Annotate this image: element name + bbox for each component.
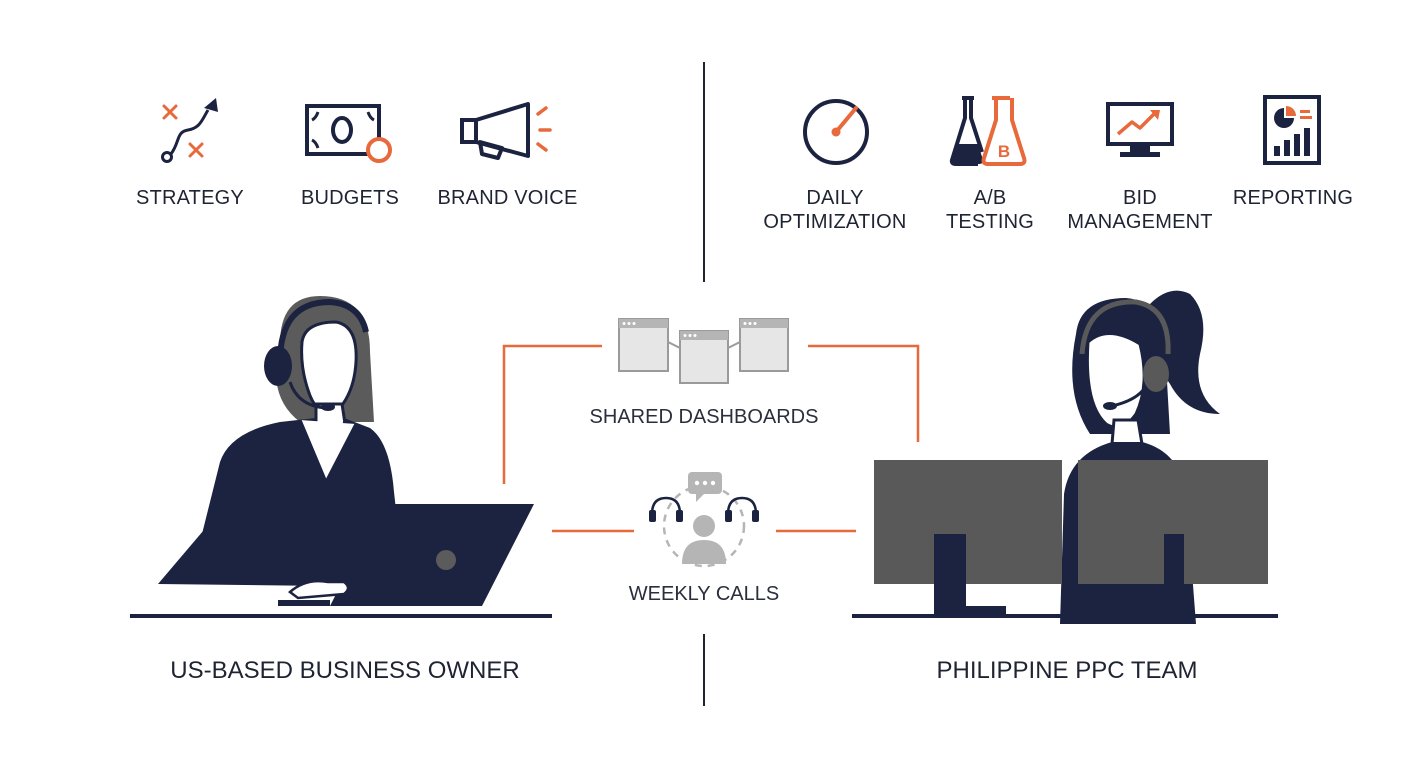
flask-icon: B xyxy=(949,96,1027,166)
team-dashboard-connector xyxy=(808,344,920,442)
business-owner-figure xyxy=(130,296,552,618)
weekly-calls-icon xyxy=(649,472,759,568)
gauge-icon xyxy=(803,99,869,165)
shared-dashboards-label: SHARED DASHBOARDS xyxy=(589,406,819,428)
bottom-divider xyxy=(703,634,705,706)
ppc-team-figure xyxy=(852,290,1278,624)
top-divider xyxy=(703,62,705,282)
task-ab-testing: A/B TESTING xyxy=(945,187,1035,233)
task-bid-management: BID MANAGEMENT xyxy=(1067,187,1213,233)
task-budgets: BUDGETS xyxy=(300,187,400,209)
task-brand-voice: BRAND VOICE xyxy=(437,187,578,209)
task-daily-optimization: DAILY OPTIMIZATION xyxy=(763,187,907,233)
shared-dashboards-icon xyxy=(618,318,789,384)
flask-badge: B xyxy=(998,142,1010,161)
strategy-arrow-icon xyxy=(161,98,218,163)
megaphone-icon xyxy=(460,102,552,160)
weekly-calls-label: WEEKLY CALLS xyxy=(628,583,780,605)
task-strategy: STRATEGY xyxy=(136,187,244,209)
money-bill-icon xyxy=(305,104,392,163)
team-label: PHILIPPINE PPC TEAM xyxy=(936,657,1198,684)
task-reporting: REPORTING xyxy=(1232,187,1354,209)
owner-dashboard-connector xyxy=(502,344,602,484)
monitor-chart-icon xyxy=(1106,102,1174,157)
owner-label: US-BASED BUSINESS OWNER xyxy=(170,657,520,684)
report-icon xyxy=(1263,95,1321,165)
